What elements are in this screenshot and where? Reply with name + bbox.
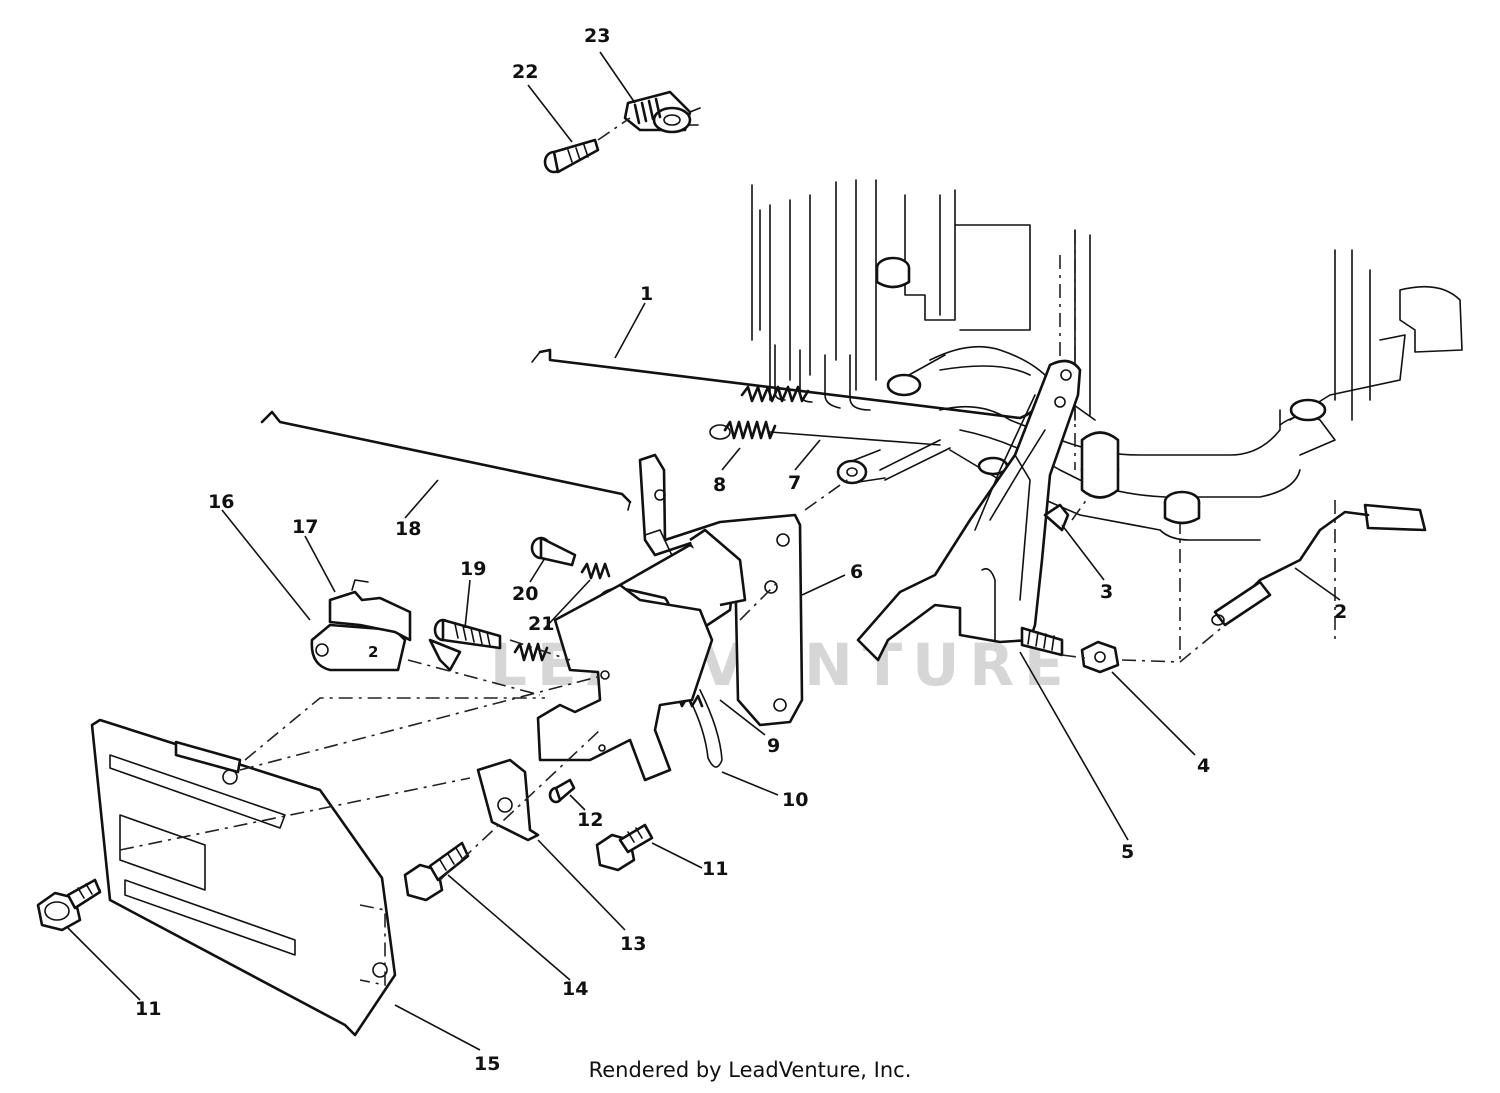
idle-screw (530, 536, 577, 567)
governor-link (769, 431, 951, 481)
cable-bracket (476, 758, 540, 842)
callout-3: 3 (1100, 581, 1113, 603)
adjust-springs (513, 562, 611, 662)
callout-1: 1 (640, 283, 653, 305)
callout-12: 12 (577, 809, 603, 831)
cable-clamp (623, 90, 701, 134)
cover-plate (90, 718, 397, 1037)
choke-rod (260, 410, 632, 511)
callout-11-right: 11 (702, 858, 728, 880)
callout-labels: 1 2 3 4 5 6 7 8 9 10 11 12 13 14 15 11 1… (135, 25, 1347, 1075)
governor-shaft-lever (1211, 503, 1427, 627)
callout-13: 13 (620, 933, 646, 955)
callout-16: 16 (208, 491, 234, 513)
callout-6: 6 (850, 561, 863, 583)
callout-8: 8 (713, 474, 726, 496)
plate-mark-text: 2 (368, 643, 378, 661)
hex-bolt-right (595, 823, 654, 872)
callout-22: 22 (512, 61, 538, 83)
callout-23: 23 (584, 25, 610, 47)
callout-14: 14 (562, 978, 588, 1000)
callout-20: 20 (512, 583, 538, 605)
explosion-lines (119, 117, 1226, 881)
leader-lines (67, 51, 1341, 1051)
engine-boss (1080, 431, 1120, 499)
callout-18: 18 (395, 518, 421, 540)
callout-2: 2 (1334, 601, 1347, 623)
hex-bolt-left (36, 878, 102, 932)
base-bracket (536, 583, 714, 782)
callout-21: 21 (528, 613, 554, 635)
cotter-clip (689, 689, 723, 768)
rod-spring (740, 385, 810, 403)
footer-credit: Rendered by LeadVenture, Inc. (588, 1058, 912, 1082)
callout-9: 9 (767, 735, 780, 757)
callout-5: 5 (1121, 841, 1134, 863)
bracket-screw (548, 778, 576, 804)
callout-10: 10 (782, 789, 808, 811)
callout-15: 15 (474, 1053, 500, 1075)
lever-pivot-screw (1043, 503, 1070, 532)
bushing (836, 449, 886, 485)
governor-rod (531, 348, 1042, 420)
callout-7: 7 (788, 472, 801, 494)
governor-spring (709, 420, 777, 440)
callout-19: 19 (460, 558, 486, 580)
callout-4: 4 (1197, 755, 1210, 777)
hex-nut (1080, 640, 1120, 674)
callout-17: 17 (292, 516, 318, 538)
hex-bolt-center (403, 841, 470, 902)
plate-clip (328, 579, 462, 672)
speed-control-lever (856, 359, 1082, 662)
clamp-screw (543, 138, 600, 174)
callout-11-left: 11 (135, 998, 161, 1020)
adjust-screw (433, 618, 502, 650)
